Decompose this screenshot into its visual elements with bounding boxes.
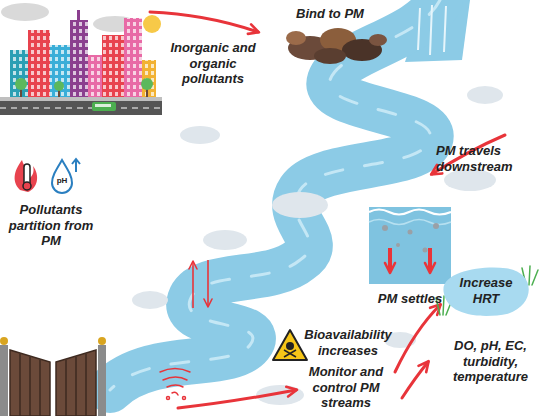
parameter-label: DO, pH, EC, turbidity, temperature <box>443 338 538 385</box>
node-text: Increase HRT <box>446 275 526 306</box>
temperature-ph-icons-part <box>72 159 80 164</box>
flow-gate-part <box>98 345 106 416</box>
rock-cluster-part <box>369 34 387 46</box>
warning-sign-part <box>273 330 307 360</box>
city-skyline-part <box>102 35 124 100</box>
flow-swirl-part <box>167 397 170 400</box>
city-skyline-part <box>0 101 162 115</box>
rock-cluster-part <box>314 48 346 64</box>
warning-sign-part <box>284 350 296 357</box>
settling-tank-part <box>428 248 432 272</box>
warning-sign <box>273 330 307 360</box>
partition-arrows <box>193 260 208 308</box>
city-skyline-part <box>50 45 70 100</box>
flow-gate-part <box>0 345 8 416</box>
grass <box>436 266 538 315</box>
process-arrows-part <box>395 305 440 372</box>
process-label: Pollutants partition from PM <box>8 202 94 249</box>
river-stones <box>132 86 503 405</box>
city-skyline-part <box>141 78 153 90</box>
river-stones-part <box>467 86 503 104</box>
city-skyline-part <box>92 102 116 111</box>
river-part <box>418 5 446 55</box>
city-skyline-part <box>88 55 102 100</box>
settling-box: PM settles <box>369 207 451 284</box>
temperature-ph-icons-part <box>75 160 77 172</box>
process-arrows-part <box>178 390 296 408</box>
flow-gate <box>0 337 106 416</box>
temperature-ph-icons-part <box>52 160 72 193</box>
river-stones-part <box>180 126 220 144</box>
pollutant-label: Inorganic and organic pollutants <box>170 40 256 87</box>
city-skyline-part <box>15 78 27 90</box>
rock-cluster-part <box>286 31 306 45</box>
flow-gate-part <box>0 337 8 345</box>
river <box>110 0 470 390</box>
settling-tank-part <box>388 248 392 272</box>
temperature-ph-icons-part <box>23 182 31 190</box>
partition-arrows-part <box>192 262 194 308</box>
city-skyline-part <box>1 3 49 21</box>
rock-cluster <box>286 28 387 64</box>
city-skyline-part <box>70 20 88 100</box>
river-stones-part <box>203 230 247 250</box>
city-skyline-part <box>95 104 111 107</box>
process-label: Monitor and control PM streams <box>300 364 392 411</box>
city-skyline-part <box>0 107 162 108</box>
city-skyline-part <box>10 50 28 100</box>
process-arrows <box>150 12 505 408</box>
icon-text: pH <box>53 176 71 186</box>
flow-swirl <box>160 369 190 400</box>
city-skyline-part <box>28 30 50 100</box>
process-label: Bioavailability increases <box>292 327 404 358</box>
city-skyline-part <box>142 60 156 100</box>
process-arrows-part <box>150 12 258 32</box>
pond-node: Increase HRT <box>436 264 536 318</box>
flow-gate-part <box>20 354 86 416</box>
city-skyline-part <box>124 18 142 100</box>
flow-swirl-part <box>163 377 187 380</box>
city-skyline-part <box>88 55 102 100</box>
flow-gate-part <box>98 337 106 345</box>
temperature-ph-icons <box>15 159 80 193</box>
city-skyline-part <box>70 20 88 100</box>
city-skyline-part <box>50 45 70 100</box>
settling-tank-part <box>369 207 451 284</box>
warning-sign-part <box>286 342 294 350</box>
city-skyline-part <box>102 35 124 100</box>
city-skyline-part <box>77 10 80 20</box>
pond-outline <box>443 268 528 316</box>
flow-swirl-part <box>167 385 183 387</box>
flow-swirl-part <box>183 397 186 400</box>
city-skyline-part <box>10 50 28 100</box>
settling-tank-part <box>369 210 451 215</box>
city-skyline-part <box>142 60 156 100</box>
partition-arrows-part <box>207 260 209 306</box>
river-part <box>110 0 440 390</box>
river-stones-part <box>132 291 168 309</box>
city-skyline-part <box>124 18 142 100</box>
river-part <box>110 0 440 390</box>
flow-swirl-part <box>172 392 178 395</box>
city-skyline-part <box>54 81 64 91</box>
settling-tank-part <box>369 220 451 225</box>
river-stones-part <box>272 192 328 218</box>
city-skyline-part <box>28 30 50 100</box>
settling-tank-part <box>396 243 400 247</box>
city-skyline-part <box>0 97 162 101</box>
city-skyline-part <box>143 15 161 33</box>
settling-tank-part <box>433 223 439 229</box>
settling-tank <box>369 207 451 284</box>
settling-tank-part <box>408 230 413 235</box>
flow-swirl-part <box>160 369 190 373</box>
settling-tank-part <box>423 248 428 253</box>
city-skyline <box>0 3 162 115</box>
process-arrows-part <box>402 362 428 398</box>
process-label: Bind to PM <box>296 6 386 22</box>
temperature-ph-icons-part <box>15 160 37 192</box>
process-label: PM travels downstream <box>436 143 522 174</box>
settling-tank-part <box>382 225 388 231</box>
